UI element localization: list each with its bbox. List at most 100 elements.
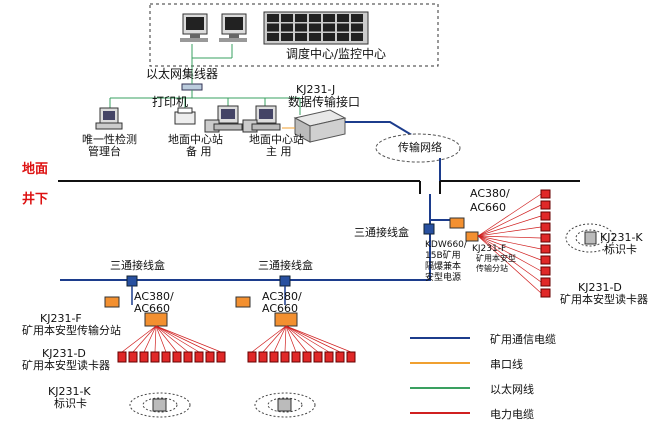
card-right-icon <box>565 223 615 253</box>
power-cable-line <box>477 235 542 239</box>
ac-mid-label-2: AC660 <box>262 302 299 315</box>
power-cable-line <box>285 325 319 353</box>
junction-box-mid-icon <box>279 275 291 287</box>
legend-swatches <box>410 337 470 414</box>
ground-station-backup-computer-icon <box>204 105 243 133</box>
reader-icon <box>313 351 323 363</box>
video-wall-icon <box>263 11 369 45</box>
reader-icon <box>335 351 345 363</box>
power-cable-line <box>155 325 189 353</box>
ground-station-main-label-2: 主 用 <box>266 145 292 158</box>
reader-icon <box>291 351 301 363</box>
power-cable-line <box>251 325 287 353</box>
junction-box-left-label: 三通接线盒 <box>110 259 165 272</box>
power-supply-label: KDW660/ <box>425 240 467 250</box>
junction-box-mid-label: 三通接线盒 <box>258 259 313 272</box>
card-left-icon <box>129 392 191 418</box>
power-supply-label-3: 隔爆兼本 <box>425 262 462 272</box>
ground-station-main-computer-icon <box>242 105 281 133</box>
dispatch-center-label: 调度中心/监控中心 <box>286 47 387 61</box>
underground-label: 井下 <box>22 192 49 207</box>
power-supply-label-2: 15B矿用 <box>425 251 461 261</box>
ethernet-hub-icon <box>181 83 203 91</box>
reader-icon <box>540 277 551 287</box>
video-wall-cell <box>351 14 363 22</box>
legend-comm-cable: 矿用通信电缆 <box>490 333 556 346</box>
power-cable-line <box>143 325 157 353</box>
card-right-model-label: KJ231-K <box>600 231 643 244</box>
power-cable-line <box>155 325 167 353</box>
reader-icon <box>128 351 138 363</box>
reader-icon <box>540 288 551 298</box>
card-left-name-label: 标识卡 <box>54 397 87 410</box>
ethernet-hub-label: 以太网集线器 <box>146 67 219 81</box>
ac-right-label-2: AC660 <box>470 201 507 214</box>
video-wall-cell <box>309 23 321 32</box>
junction-box-right-icon <box>423 223 435 235</box>
ground-station-main-label: 地面中心站 <box>249 133 304 146</box>
ac-left-label-2: AC660 <box>134 302 171 315</box>
printer-icon <box>174 107 196 125</box>
dispatch-center-box <box>149 3 439 67</box>
video-wall-cell <box>351 23 363 32</box>
power-cable-line <box>285 325 308 353</box>
power-cable-line <box>155 325 178 353</box>
ac-right-label: AC380/ <box>470 187 510 200</box>
reader-icon <box>247 351 257 363</box>
video-wall-cell <box>267 33 279 41</box>
power-cable-line <box>477 235 542 261</box>
power-supply-label-4: 安型电源 <box>425 273 462 283</box>
substation-right-icon <box>449 217 479 242</box>
reader-icon <box>302 351 312 363</box>
reader-icon <box>324 351 334 363</box>
power-cable-line <box>477 235 542 272</box>
reader-icon <box>540 255 551 265</box>
transmission-network-cloud-icon <box>375 133 461 163</box>
ground-station-backup-label-2: 备 用 <box>186 145 212 158</box>
card-mid-icon <box>254 392 316 418</box>
detect-console-label-2: 管理台 <box>88 145 121 158</box>
legend-serial: 串口线 <box>490 358 523 371</box>
reader-icon <box>117 351 127 363</box>
power-cable-line <box>154 325 157 353</box>
power-cable-line <box>477 235 542 250</box>
video-wall-cell <box>281 14 293 22</box>
reader-icon <box>540 266 551 276</box>
reader-icon <box>540 244 551 254</box>
printer-label: 打印机 <box>152 95 189 109</box>
power-cable-line <box>477 226 542 237</box>
reader-icon <box>540 222 551 232</box>
detect-console-computer-icon <box>95 107 123 130</box>
above-ground-label: 地面 <box>22 162 49 177</box>
reader-icon <box>161 351 171 363</box>
reader-icon <box>139 351 149 363</box>
reader-icon <box>269 351 279 363</box>
power-cable-line <box>477 235 542 294</box>
power-cable-line <box>132 325 157 353</box>
video-wall-cell <box>267 23 279 32</box>
reader-icon <box>540 233 551 243</box>
reader-icon <box>540 189 551 199</box>
reader-right-group <box>477 189 551 298</box>
reader-mid-group <box>247 325 356 363</box>
substation-right-model-label: KJ231-F <box>472 244 507 254</box>
power-cable-line <box>285 325 297 353</box>
reader-icon <box>540 211 551 221</box>
power-cable-line <box>477 193 542 237</box>
reader-icon <box>258 351 268 363</box>
video-wall-cell <box>323 23 335 32</box>
video-wall-cell <box>295 14 307 22</box>
ground-station-backup-label: 地面中心站 <box>168 133 223 146</box>
power-cable-line <box>285 325 330 353</box>
ac-mid-label: AC380/ <box>262 290 302 303</box>
video-wall-cell <box>351 33 363 41</box>
reader-icon <box>194 351 204 363</box>
video-wall-cell <box>295 33 307 41</box>
power-cable-line <box>155 325 211 353</box>
reader-left-group <box>117 325 226 363</box>
legend-ethernet: 以太网线 <box>490 383 534 396</box>
video-wall-cell <box>323 33 335 41</box>
power-cable-line <box>284 325 287 353</box>
power-cable-line <box>477 235 542 283</box>
